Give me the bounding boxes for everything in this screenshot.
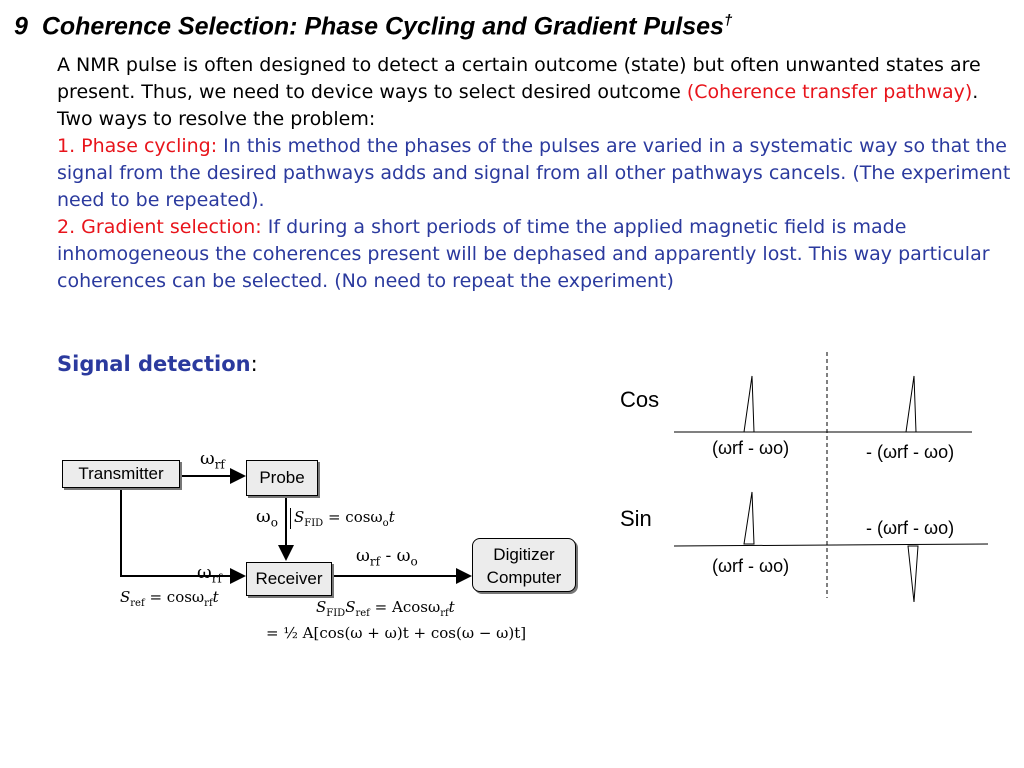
digitizer-label: Digitizer — [493, 545, 555, 564]
cos-neg-freq-label: - (ωrf - ωo) — [866, 442, 954, 463]
cos-peak-negative-freq — [905, 375, 917, 433]
omega-symbol: ω — [356, 546, 370, 566]
s-symbol: S — [120, 588, 131, 606]
page-title: 9 Coherence Selection: Phase Cycling and… — [14, 12, 732, 41]
cos-pos-freq-label: (ωrf - ωo) — [712, 438, 789, 459]
rf-subscript: rf — [440, 608, 449, 619]
product-equation: SFIDSref = Acosωrft — [316, 598, 455, 619]
transmitter-box: Transmitter — [62, 460, 180, 488]
sin-neg-freq-label: - (ωrf - ωo) — [866, 518, 954, 539]
signal-detection-heading: Signal detection: — [57, 352, 258, 376]
neg-freq-text: - (ωrf - ωo) — [866, 442, 955, 462]
probe-box: Probe — [246, 460, 318, 496]
fid-subscript: FID — [326, 608, 346, 619]
item-phase-cycling: 1. Phase cycling: In this method the pha… — [57, 133, 1017, 214]
phase-cycling-label: 1. Phase cycling: — [57, 135, 218, 157]
intro-text-end: . Two ways to resolve the problem: — [57, 81, 979, 130]
o-subscript: o — [270, 515, 278, 530]
s-symbol: S — [345, 598, 356, 616]
pos-freq-text: (ωrf - ωo) — [712, 556, 790, 576]
s-ref-rhs: = cosω — [149, 588, 205, 606]
probe-label: Probe — [259, 468, 305, 487]
ref-subscript: ref — [355, 608, 370, 619]
rf-subscript: rf — [211, 571, 222, 586]
omega-symbol: ω — [197, 562, 212, 583]
sin-label: Sin — [620, 506, 652, 532]
sin-peak-positive — [743, 491, 755, 545]
s-ref-equation: Sref = cosωrft — [120, 588, 219, 609]
item-gradient-selection: 2. Gradient selection: If during a short… — [57, 214, 1017, 295]
s-fid-equation: SFID = cosωot — [290, 508, 395, 529]
digitizer-box: Digitizer Computer — [472, 538, 576, 592]
o-subscript: o — [410, 554, 418, 569]
s-symbol: S — [316, 598, 327, 616]
neg-freq-text: - (ωrf - ωo) — [866, 518, 955, 538]
gradient-selection-label: 2. Gradient selection: — [57, 216, 262, 238]
t-symbol: t — [212, 588, 219, 606]
title-text: Coherence Selection: Phase Cycling and G… — [41, 12, 724, 41]
rf-subscript: rf — [369, 554, 381, 569]
title-dagger: † — [723, 12, 733, 29]
signal-detection-text: Signal detection — [57, 352, 251, 376]
receiver-label: Receiver — [255, 569, 323, 588]
omega-rf-label-left: ωrf — [197, 562, 222, 586]
body-text: A NMR pulse is often designed to detect … — [57, 52, 1017, 295]
cos-text: Cos — [620, 387, 660, 412]
minus-sign: - — [380, 546, 397, 566]
receiver-box: Receiver — [246, 562, 332, 596]
t-symbol: t — [448, 598, 455, 616]
ref-subscript: ref — [130, 598, 145, 609]
s-symbol: S — [294, 508, 305, 526]
expanded-equation: = ½ A[cos(ω + ω)t + cos(ω − ω)t] — [266, 624, 526, 642]
reference-path-arrow — [120, 488, 246, 584]
transmitter-label: Transmitter — [78, 464, 164, 483]
pos-freq-text: (ωrf - ωo) — [712, 438, 790, 458]
sin-baseline — [673, 543, 989, 547]
omega-symbol: ω — [256, 506, 271, 527]
s-fid-rhs: = cosω — [327, 508, 383, 526]
omega-symbol: ω — [396, 546, 411, 566]
intro-text: A NMR pulse is often designed to detect … — [57, 54, 981, 103]
omega-o-label: ωo — [256, 506, 278, 530]
omega-difference-label: ωrf - ωo — [356, 546, 418, 568]
coherence-pathway-highlight: (Coherence transfer pathway) — [686, 81, 973, 103]
section-number: 9 — [14, 12, 28, 41]
omega-rf-label-top: ωrf — [200, 448, 225, 472]
computer-label: Computer — [486, 568, 562, 587]
omega-symbol: ω — [200, 448, 215, 469]
cos-label: Cos — [620, 387, 659, 413]
sin-pos-freq-label: (ωrf - ωo) — [712, 556, 789, 577]
signal-detection-colon: : — [250, 352, 258, 376]
gradient-selection-text: If during a short periods of time the ap… — [57, 216, 990, 292]
rf-subscript: rf — [214, 457, 225, 472]
sin-text: Sin — [620, 506, 652, 531]
intro-paragraph: A NMR pulse is often designed to detect … — [57, 52, 1017, 133]
phase-cycling-text: In this method the phases of the pulses … — [57, 135, 1011, 211]
sin-peak-inverted — [907, 545, 919, 603]
product-rhs: = Acosω — [374, 598, 441, 616]
cos-peak-positive — [743, 375, 755, 433]
rf-subscript: rf — [204, 598, 213, 609]
fid-subscript: FID — [304, 518, 324, 529]
expanded-rhs: = ½ A[cos(ω + ω)t + cos(ω − ω)t] — [266, 624, 527, 642]
t-symbol: t — [388, 508, 395, 526]
o-subscript: o — [382, 518, 389, 529]
